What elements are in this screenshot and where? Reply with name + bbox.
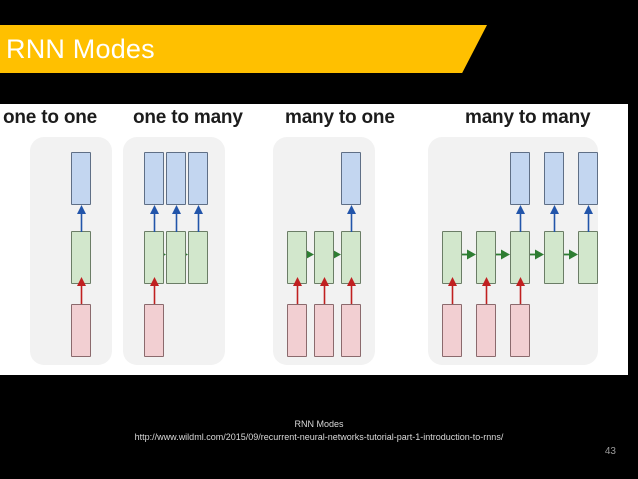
mode-title: many to one [285,107,395,128]
recurrent-arrow-right-icon [305,247,314,260]
mode-card [273,137,375,365]
caption-source-url: http://www.wildml.com/2015/09/recurrent-… [134,432,504,442]
output-box [341,152,361,205]
output-arrow-up-icon [149,205,160,232]
input-box [442,304,462,357]
output-box [144,152,164,205]
output-arrow-up-icon [549,205,560,232]
output-arrow-up-icon [76,205,87,232]
output-arrow-up-icon [193,205,204,232]
mode-title: many to many [465,107,591,128]
input-box [287,304,307,357]
hidden-state-box [544,231,564,284]
output-box [71,152,91,205]
mode-title: one to one [3,107,98,128]
title-banner [0,25,487,73]
mode-card [123,137,225,365]
mode-group-one-to-many: one to many [0,104,628,375]
hidden-state-box [578,231,598,284]
input-arrow-up-icon [292,277,303,304]
input-arrow-up-icon [149,277,160,304]
mode-card [30,137,112,365]
input-arrow-up-icon [319,277,330,304]
input-arrow-up-icon [76,277,87,304]
output-box [166,152,186,205]
recurrent-arrow-right-icon [530,247,544,260]
recurrent-arrow-right-icon [332,247,341,260]
input-arrow-up-icon [346,277,357,304]
mode-title: one to many [133,107,243,128]
page-number: 43 [604,446,616,457]
mode-group-one-to-one: one to one [0,104,628,375]
input-box [510,304,530,357]
input-box [314,304,334,357]
recurrent-arrow-right-icon [462,247,476,260]
output-arrow-up-icon [515,205,526,232]
recurrent-arrow-right-icon [564,247,578,260]
mode-group-many-to-many: many to many [0,104,628,375]
input-arrow-up-icon [515,277,526,304]
output-arrow-up-icon [171,205,182,232]
caption-title: RNN Modes [294,419,344,429]
output-box [578,152,598,205]
mode-group-many-to-one: many to one [0,104,628,375]
output-box [510,152,530,205]
caption: RNN Modes http://www.wildml.com/2015/09/… [0,418,638,444]
page-title: RNN Modes [6,34,155,64]
output-arrow-up-icon [583,205,594,232]
input-arrow-up-icon [481,277,492,304]
input-box [476,304,496,357]
figure-panel: one to one one to many many to one many to … [0,104,628,375]
input-box [144,304,164,357]
input-box [71,304,91,357]
output-box [188,152,208,205]
output-arrow-up-icon [346,205,357,232]
output-box [544,152,564,205]
input-arrow-up-icon [447,277,458,304]
recurrent-arrow-right-icon [496,247,510,260]
input-box [341,304,361,357]
mode-card [428,137,598,365]
